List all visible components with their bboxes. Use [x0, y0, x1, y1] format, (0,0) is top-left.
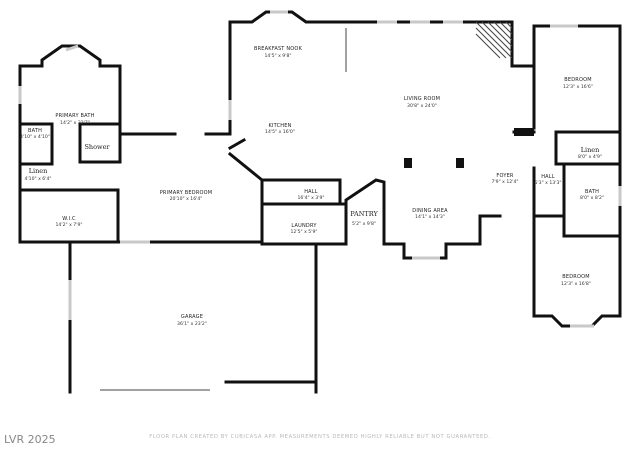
svg-text:4'10" x 4'10": 4'10" x 4'10" — [20, 134, 50, 140]
room-primary-bedroom: PRIMARY BEDROOM 20'10" x 16'4" — [160, 190, 213, 202]
svg-text:LIVING ROOM: LIVING ROOM — [404, 96, 440, 102]
svg-text:GARAGE: GARAGE — [181, 314, 203, 320]
svg-text:12'5" x 5'9": 12'5" x 5'9" — [290, 229, 317, 235]
room-shower: Shower — [84, 143, 110, 151]
svg-text:5'3" x 13'3": 5'3" x 13'3" — [534, 180, 561, 186]
svg-text:14'1" x 14'3": 14'1" x 14'3" — [415, 214, 445, 220]
svg-text:30'8" x 24'0": 30'8" x 24'0" — [407, 103, 437, 109]
svg-text:12'3" x 16'8": 12'3" x 16'8" — [561, 281, 591, 287]
svg-text:14'2" x 22'7": 14'2" x 22'7" — [60, 120, 90, 126]
room-primary-bath: PRIMARY BATH 14'2" x 22'7" — [55, 113, 94, 126]
svg-text:16'4" x 3'9": 16'4" x 3'9" — [297, 195, 324, 201]
svg-text:20'10" x 16'4": 20'10" x 16'4" — [170, 196, 203, 202]
watermark: LVR 2025 — [4, 433, 56, 446]
room-bath-right: BATH 8'0" x 8'2" — [580, 189, 604, 201]
svg-text:DINING AREA: DINING AREA — [412, 208, 448, 214]
room-pantry: PANTRY 5'2" x 9'8" — [350, 210, 378, 227]
room-wic: W.I.C 14'2" x 7'9" — [55, 216, 82, 228]
svg-text:PRIMARY BATH: PRIMARY BATH — [55, 113, 94, 119]
svg-text:12'3" x 16'6": 12'3" x 16'6" — [563, 84, 593, 90]
room-bath-primary: BATH 4'10" x 4'10" — [20, 128, 50, 140]
svg-text:14'2" x 7'9": 14'2" x 7'9" — [55, 222, 82, 228]
svg-text:8'0" x 4'9": 8'0" x 4'9" — [578, 154, 602, 160]
svg-text:36'1" x 23'2": 36'1" x 23'2" — [177, 321, 207, 327]
svg-text:BEDROOM: BEDROOM — [564, 77, 592, 83]
svg-text:Linen: Linen — [29, 167, 48, 175]
svg-text:PANTRY: PANTRY — [350, 210, 378, 218]
svg-text:PRIMARY BEDROOM: PRIMARY BEDROOM — [160, 190, 213, 196]
svg-text:W.I.C: W.I.C — [62, 216, 76, 222]
svg-text:HALL: HALL — [304, 189, 318, 195]
svg-text:BATH: BATH — [28, 128, 42, 134]
svg-text:HALL: HALL — [541, 174, 555, 180]
column-left — [404, 158, 412, 168]
room-hall-center: HALL 16'4" x 3'9" — [297, 189, 324, 201]
column-right — [456, 158, 464, 168]
svg-text:BREAKFAST NOOK: BREAKFAST NOOK — [254, 46, 303, 52]
svg-text:7'9" x 12'4": 7'9" x 12'4" — [491, 179, 518, 185]
svg-text:14'5" x 9'8": 14'5" x 9'8" — [264, 53, 291, 59]
room-garage: GARAGE 36'1" x 23'2" — [177, 314, 207, 327]
svg-text:BATH: BATH — [585, 189, 599, 195]
room-kitchen: KITCHEN 14'5" x 16'0" — [265, 123, 295, 135]
svg-text:Linen: Linen — [581, 146, 600, 154]
fixtures — [100, 28, 534, 391]
svg-text:LAUNDRY: LAUNDRY — [291, 223, 317, 229]
room-bedroom-top: BEDROOM 12'3" x 16'6" — [563, 77, 593, 90]
windows — [18, 10, 622, 328]
floor-plan-disclaimer: FLOOR PLAN CREATED BY CUBICASA APP. MEAS… — [149, 434, 490, 440]
room-living-room: LIVING ROOM 30'8" x 24'0" — [404, 96, 440, 109]
exterior-walls — [18, 10, 622, 394]
room-hall-right: HALL 5'3" x 13'3" — [534, 174, 561, 186]
room-dining-area: DINING AREA 14'1" x 14'3" — [412, 208, 448, 220]
room-breakfast-nook: BREAKFAST NOOK 14'5" x 9'8" — [254, 46, 303, 59]
svg-text:BEDROOM: BEDROOM — [562, 274, 590, 280]
svg-text:8'0" x 8'2": 8'0" x 8'2" — [580, 195, 604, 201]
svg-text:5'2" x 9'8": 5'2" x 9'8" — [352, 221, 376, 227]
svg-text:KITCHEN: KITCHEN — [268, 123, 291, 129]
room-foyer: FOYER 7'9" x 12'4" — [491, 173, 518, 185]
room-laundry: LAUNDRY 12'5" x 5'9" — [290, 223, 317, 235]
room-linen-primary: Linen 4'10" x 6'4" — [24, 167, 51, 182]
svg-text:FOYER: FOYER — [496, 173, 514, 179]
svg-text:Shower: Shower — [84, 143, 110, 151]
room-bedroom-bottom: BEDROOM 12'3" x 16'8" — [561, 274, 591, 287]
svg-text:4'10" x 6'4": 4'10" x 6'4" — [24, 176, 51, 182]
svg-text:14'5" x 16'0": 14'5" x 16'0" — [265, 129, 295, 135]
room-linen-hall: Linen 8'0" x 4'9" — [578, 146, 602, 160]
fireplace-block — [514, 128, 534, 136]
